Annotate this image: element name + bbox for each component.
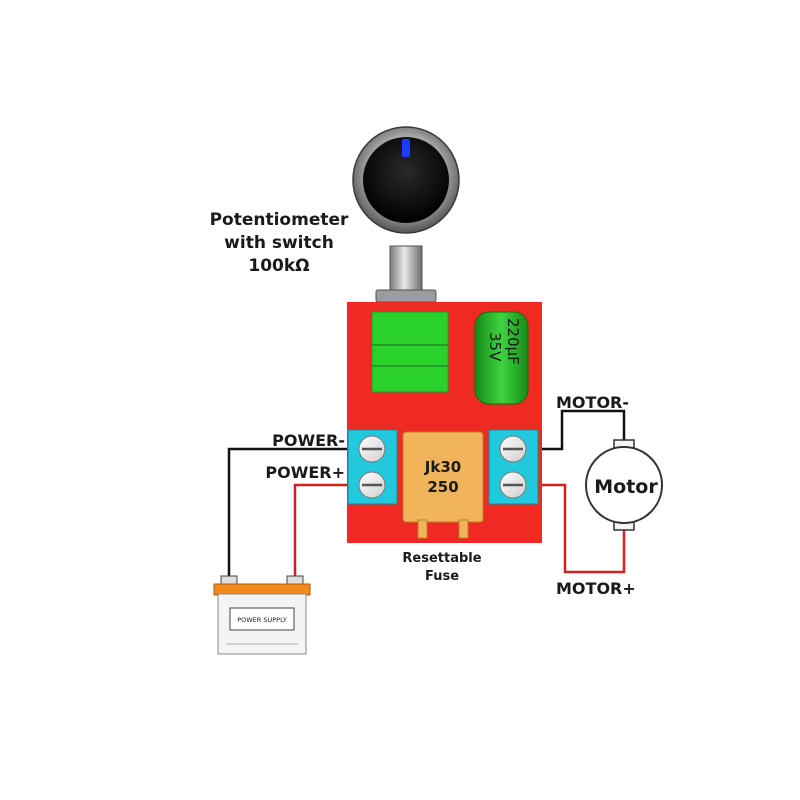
wires: [227, 409, 626, 578]
battery-label-plate: [229, 607, 295, 631]
screw-motor-positive: [499, 471, 527, 499]
labels: Potentiometer with switch 100kΩ POWER- P…: [210, 210, 636, 598]
capacitor: 220μF 35V: [474, 311, 529, 405]
wire-power-negative: [227, 447, 362, 578]
pcb-board: 220μF 35V: [347, 302, 542, 543]
power-supply: POWER SUPPLY: [213, 575, 311, 655]
motor: Motor: [585, 439, 663, 531]
potentiometer-base: [371, 311, 449, 393]
capacitor-value-label: 220μF: [504, 318, 522, 365]
terminal-block-motor: [488, 429, 539, 505]
power-supply-label: POWER SUPPLY: [237, 616, 287, 624]
power-positive-label: POWER+: [265, 463, 345, 482]
motor-positive-label: MOTOR+: [556, 579, 636, 598]
screw-power-positive: [358, 471, 386, 499]
motor-body: [585, 446, 663, 524]
motor-label: Motor: [594, 476, 658, 498]
potentiometer-collar: [375, 289, 437, 303]
potentiometer: [352, 126, 460, 303]
fuse-code-line1: Jk30: [424, 458, 461, 476]
wire-motor-positive: [532, 483, 626, 574]
fuse-code-line2: 250: [427, 478, 458, 496]
wire-power-positive: [293, 483, 362, 578]
capacitor-voltage-label: 35V: [486, 332, 504, 362]
fuse-label-line2: Fuse: [425, 569, 459, 584]
screw-power-negative: [358, 435, 386, 463]
screw-motor-negative: [499, 435, 527, 463]
potentiometer-label-line1: Potentiometer: [210, 210, 349, 230]
terminal-block-power: [347, 429, 398, 505]
potentiometer-knob-face: [363, 137, 449, 223]
knob-indicator-icon: [402, 139, 410, 157]
battery-top-band: [213, 583, 311, 596]
power-negative-label: POWER-: [272, 431, 345, 450]
motor-negative-label: MOTOR-: [556, 393, 629, 412]
potentiometer-label-line2: with switch: [224, 233, 334, 253]
resettable-fuse: Jk30 250: [402, 431, 484, 539]
fuse-label-line1: Resettable: [402, 551, 481, 566]
wire-motor-negative: [532, 409, 626, 451]
potentiometer-shaft: [389, 245, 423, 299]
potentiometer-label-line3: 100kΩ: [248, 256, 309, 276]
